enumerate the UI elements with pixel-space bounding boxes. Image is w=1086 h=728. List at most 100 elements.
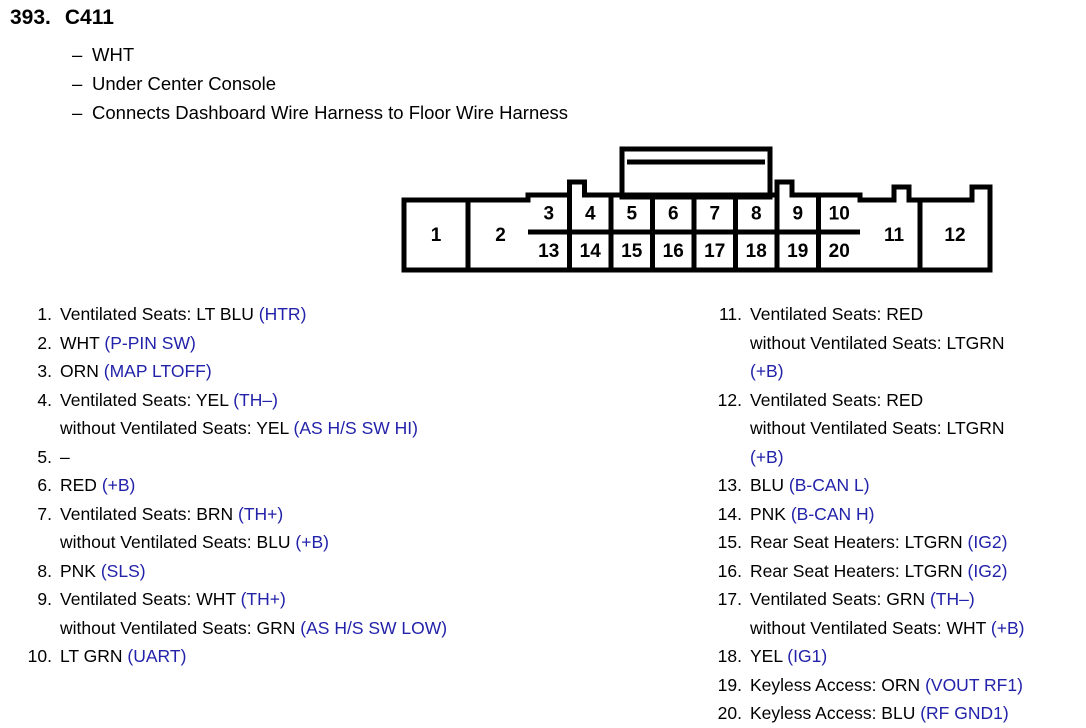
- wire-description: Ventilated Seats: LT BLU: [60, 304, 259, 324]
- signal-name: (TH–): [233, 389, 278, 410]
- pin-number: 1.: [37, 304, 52, 324]
- pin-description-line: (+B): [750, 443, 1086, 472]
- pin-label-6: 6: [668, 204, 679, 225]
- pin-number: 6.: [37, 475, 52, 495]
- pin-label-17: 17: [704, 241, 725, 262]
- connector-latch-box: [619, 146, 773, 200]
- pin-number: 3.: [37, 361, 52, 381]
- pin-number: 2.: [37, 332, 52, 353]
- pin-number: 13.: [717, 475, 742, 495]
- pin-entry-13: 13. BLU (B-CAN L): [706, 471, 1086, 500]
- signal-name: (HTR): [258, 304, 307, 324]
- signal-name: (+B): [750, 361, 784, 381]
- wire-description: BLU: [750, 475, 789, 495]
- pin-entry-2: 2. WHT (P-PIN SW): [14, 329, 654, 358]
- signal-name: (+B): [295, 532, 329, 552]
- signal-name: (B-CAN L): [788, 475, 870, 495]
- pin-entry-9: 9.Ventilated Seats: WHT (TH+)without Ven…: [14, 585, 654, 642]
- wire-description: without Ventilated Seats: LTGRN: [750, 332, 1005, 353]
- pin-entry-18: 18.YEL (IG1): [706, 642, 1086, 671]
- connector-body-outline: [401, 146, 993, 273]
- signal-name: (IG2): [967, 532, 1008, 552]
- pin-description-line: (+B): [750, 357, 1086, 386]
- pin-list-left: 1. Ventilated Seats: LT BLU (HTR) 2. WHT (P…: [14, 300, 654, 671]
- connector-attribute-location: –Under Center Console: [72, 73, 276, 95]
- pin-number: 20.: [717, 703, 742, 723]
- pin-description-line: –: [60, 443, 654, 472]
- pin-description-line: without Ventilated Seats: YEL (AS H/S SW…: [60, 414, 654, 443]
- pin-entry-20: 20. Keyless Access: BLU (RF GND1): [706, 699, 1086, 728]
- signal-name: (MAP LTOFF): [103, 361, 212, 381]
- wire-description: Ventilated Seats: BRN: [60, 503, 239, 524]
- signal-name: (TH–): [929, 589, 975, 609]
- pin-entry-16: 16.Rear Seat Heaters: LTGRN (IG2): [706, 557, 1086, 586]
- pin-label-3: 3: [543, 204, 554, 225]
- wire-description: without Ventilated Seats: GRN: [60, 617, 301, 638]
- signal-name: (TH+): [238, 503, 284, 524]
- pin-description-line: Keyless Access: ORN (VOUT RF1): [750, 671, 1086, 700]
- signal-name: (B-CAN H): [790, 503, 875, 524]
- pin-number: 5.: [37, 446, 52, 467]
- signal-name: (RF GND1): [920, 703, 1009, 723]
- pin-description-line: Ventilated Seats: WHT (TH+): [60, 585, 654, 614]
- pin-description-line: without Ventilated Seats: LTGRN: [750, 329, 1086, 358]
- wire-description: WHT: [60, 332, 105, 353]
- wire-description: without Ventilated Seats: LTGRN: [750, 418, 1005, 438]
- pin-label-15: 15: [621, 241, 643, 262]
- connector-index: 393.: [10, 6, 51, 29]
- pin-label-8: 8: [751, 204, 762, 225]
- signal-name: (UART): [127, 646, 187, 666]
- pin-description-line: Ventilated Seats: RED: [750, 386, 1086, 415]
- pin-description-line: without Ventilated Seats: GRN (AS H/S SW…: [60, 614, 654, 643]
- pin-label-10: 10: [829, 204, 850, 225]
- pin-description-line: PNK (SLS): [60, 557, 654, 586]
- connector-code: C411: [64, 6, 114, 29]
- pin-number: 14.: [717, 503, 742, 524]
- pin-description-line: PNK (B-CAN H): [750, 500, 1086, 529]
- bullet-dash-icon: –: [72, 102, 83, 123]
- pin-number: 8.: [37, 560, 52, 581]
- signal-name: (TH+): [240, 589, 286, 609]
- signal-name: (+B): [101, 475, 136, 495]
- pin-description-line: YEL (IG1): [750, 642, 1086, 671]
- pin-description-line: Ventilated Seats: RED: [750, 300, 1086, 329]
- pin-label-5: 5: [626, 204, 637, 225]
- wire-description: without Ventilated Seats: BLU: [60, 532, 296, 552]
- wire-description: ORN: [60, 361, 104, 381]
- pin-entry-5: 5.–: [14, 443, 654, 472]
- wire-description: without Ventilated Seats: WHT: [750, 617, 991, 638]
- signal-name: (IG2): [967, 560, 1008, 581]
- pin-label-14: 14: [580, 241, 602, 262]
- wire-description: Ventilated Seats: WHT: [60, 589, 241, 609]
- pin-label-16: 16: [663, 241, 684, 262]
- pin-label-7: 7: [709, 204, 720, 225]
- bullet-dash-icon: –: [72, 44, 83, 65]
- pin-entry-1: 1. Ventilated Seats: LT BLU (HTR): [14, 300, 654, 329]
- signal-name: (P-PIN SW): [104, 332, 196, 353]
- wire-description: RED: [60, 475, 102, 495]
- connector-attribute-connects: –Connects Dashboard Wire Harness to Floo…: [72, 102, 568, 124]
- connector-color-label: WHT: [92, 44, 135, 65]
- wire-description: Keyless Access: BLU: [750, 703, 921, 723]
- pin-entry-8: 8. PNK (SLS): [14, 557, 654, 586]
- pin-label-11: 11: [884, 225, 905, 246]
- pin-entry-12: 12. Ventilated Seats: RED without Ventilat…: [706, 386, 1086, 472]
- pin-description-line: without Ventilated Seats: LTGRN: [750, 414, 1086, 443]
- pin-number: 12.: [717, 389, 742, 410]
- pin-description-line: WHT (P-PIN SW): [60, 329, 654, 358]
- wire-description: PNK: [60, 560, 101, 581]
- wire-description: PNK: [750, 503, 791, 524]
- pin-label-9: 9: [792, 204, 803, 225]
- pin-entry-19: 19. Keyless Access: ORN (VOUT RF1): [706, 671, 1086, 700]
- pin-label-12: 12: [944, 225, 965, 246]
- pin-description-line: RED (+B): [60, 471, 654, 500]
- signal-name: (AS H/S SW HI): [293, 418, 418, 438]
- pin-entry-7: 7.Ventilated Seats: BRN (TH+)without Ven…: [14, 500, 654, 557]
- pin-label-2: 2: [495, 225, 506, 246]
- pin-number: 19.: [717, 674, 742, 695]
- pin-description-line: Keyless Access: BLU (RF GND1): [750, 699, 1086, 728]
- pin-description-line: Rear Seat Heaters: LTGRN (IG2): [750, 528, 1086, 557]
